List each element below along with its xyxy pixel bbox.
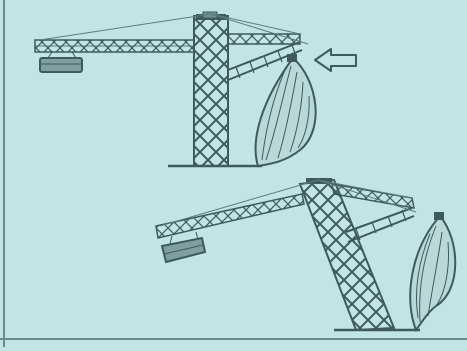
crane-lever-bottom [155, 178, 457, 333]
left-arrow-icon [314, 48, 357, 72]
frame-bottom-edge [0, 338, 467, 340]
crane-load-bottom [160, 231, 207, 264]
crane-cables-bottom [159, 179, 417, 227]
crane-jib-bottom [155, 193, 305, 239]
muscle-top [254, 54, 317, 168]
frame-left-edge [3, 0, 5, 347]
crane-jib-top [34, 39, 195, 53]
crane-load-top [39, 51, 83, 73]
crane-cables-top [39, 13, 309, 45]
muscle-bottom [409, 212, 457, 333]
crane-lever-top [34, 11, 357, 168]
